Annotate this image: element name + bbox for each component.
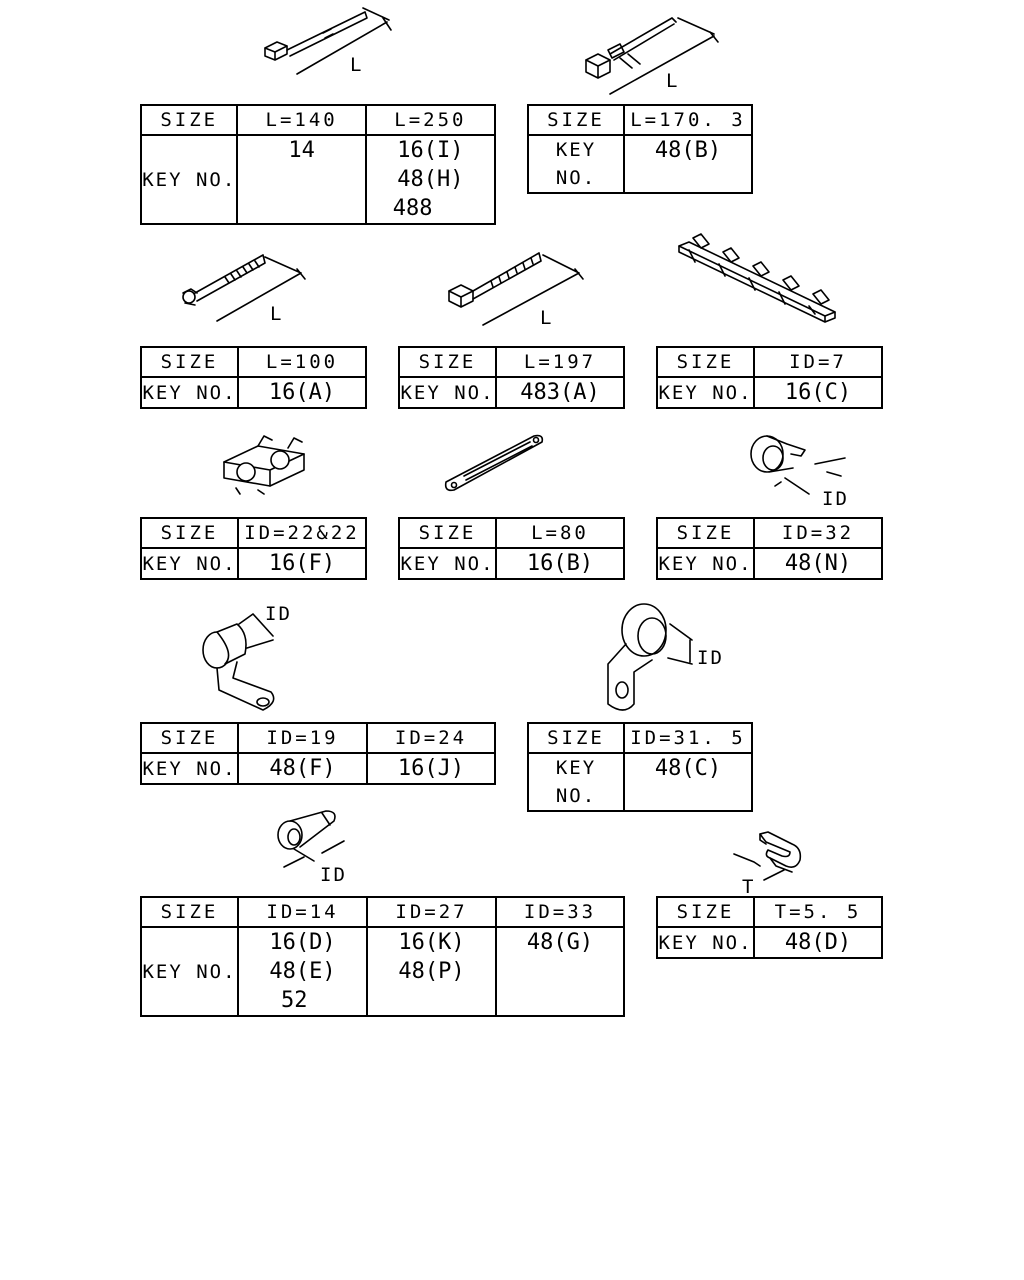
- key-value: 52: [281, 988, 308, 1013]
- key-value: 16(F): [268, 551, 336, 576]
- cable-tie-drawing: [448, 252, 584, 326]
- size-label: SIZE: [656, 896, 755, 928]
- key-label: KEY NO.: [398, 547, 497, 580]
- key-label: KEY NO.: [140, 926, 239, 1017]
- dimension-label: L: [270, 303, 284, 325]
- clamp-drawing: [750, 435, 846, 495]
- key-value: 48(F): [269, 756, 336, 781]
- size-value: ID=24: [366, 722, 496, 754]
- cable-tie-drawing: [182, 254, 306, 322]
- spec-table: SIZE L=100 KEY NO. 16(A): [140, 346, 367, 409]
- spec-table: SIZE L=197 KEY NO. 483(A): [398, 346, 625, 409]
- spec-table: SIZE T=5. 5 KEY NO. 48(D): [656, 896, 883, 959]
- dimension-label: L: [666, 70, 680, 92]
- key-value: 16(J): [397, 756, 465, 781]
- size-label: SIZE: [656, 517, 755, 549]
- key-value: 48(G): [526, 930, 594, 955]
- pipe-rack-drawing: [678, 233, 836, 323]
- size-label: SIZE: [527, 722, 625, 754]
- size-label: SIZE: [139, 104, 239, 136]
- dimension-label: L: [350, 54, 364, 76]
- size-value: ID=7: [753, 346, 883, 378]
- size-value: ID=27: [366, 896, 497, 928]
- size-value: L=170. 3: [623, 104, 753, 136]
- key-value: 14: [288, 138, 315, 163]
- key-value: 48(B): [654, 138, 722, 163]
- key-value: 48(E): [269, 959, 336, 984]
- size-value: ID=19: [237, 722, 368, 754]
- key-value: 16(C): [784, 380, 852, 405]
- size-value: ID=31. 5: [623, 722, 753, 754]
- spec-table: SIZE ID=32 KEY NO. 48(N): [656, 517, 883, 580]
- key-value: 16(K): [398, 930, 465, 955]
- key-label: KEY NO.: [656, 547, 755, 580]
- cable-tie-drawing: [264, 7, 392, 75]
- key-label: KEY NO.: [527, 134, 625, 194]
- size-label: SIZE: [527, 104, 625, 136]
- size-label: SIZE: [140, 517, 239, 549]
- key-value: 48(P): [398, 959, 465, 984]
- clip-drawing: [733, 831, 802, 881]
- dimension-label: L: [540, 307, 554, 329]
- spec-table: SIZE ID=7 KEY NO. 16(C): [656, 346, 883, 409]
- size-label: SIZE: [140, 896, 239, 928]
- size-label: SIZE: [398, 346, 497, 378]
- size-label: SIZE: [140, 722, 239, 754]
- spec-table: SIZE L=80 KEY NO. 16(B): [398, 517, 625, 580]
- double-clip-drawing: [223, 435, 305, 495]
- key-label: KEY NO.: [140, 752, 239, 785]
- spec-table: SIZE ID=31. 5 KEY NO. 48(C): [527, 722, 753, 812]
- dimension-label: ID: [320, 864, 347, 886]
- size-label: SIZE: [140, 346, 239, 378]
- key-label: KEY NO.: [656, 376, 755, 409]
- size-value: L=80: [495, 517, 625, 549]
- size-value: L=140: [236, 104, 367, 136]
- spec-table: SIZE ID=14 ID=27 ID=33 KEY NO. 16(D) 48(…: [140, 896, 625, 1017]
- key-value: 48(H): [397, 167, 464, 192]
- key-label: KEY NO.: [398, 376, 497, 409]
- key-value: 48(N): [784, 551, 852, 576]
- size-value: ID=22&22: [237, 517, 367, 549]
- size-value: L=197: [495, 346, 625, 378]
- key-label: KEY NO.: [139, 134, 239, 225]
- key-value: 48(D): [784, 930, 852, 955]
- size-value: ID=14: [237, 896, 368, 928]
- spec-table: SIZE ID=19 ID=24 KEY NO. 48(F) 16(J): [140, 722, 496, 785]
- key-value: 16(B): [526, 551, 594, 576]
- size-value: L=100: [237, 346, 367, 378]
- key-value: 48(C): [654, 756, 722, 781]
- spec-table: SIZE L=140 L=250 KEY NO. 14 16(I) 48(H) …: [139, 104, 497, 225]
- key-value: 488: [392, 196, 433, 221]
- clamp-drawing: [202, 613, 275, 711]
- dimension-label: ID: [265, 603, 292, 625]
- dimension-label: ID: [822, 488, 849, 510]
- key-value: 16(I): [397, 138, 464, 163]
- spec-table: SIZE L=170. 3 KEY NO. 48(B): [527, 104, 753, 194]
- dimension-label: T: [742, 876, 756, 898]
- dimension-label: ID: [697, 647, 724, 669]
- spec-table: SIZE ID=22&22 KEY NO. 16(F): [140, 517, 367, 580]
- size-label: SIZE: [656, 346, 755, 378]
- size-label: SIZE: [398, 517, 497, 549]
- size-value: ID=33: [495, 896, 625, 928]
- size-value: T=5. 5: [753, 896, 883, 928]
- key-label: KEY NO.: [656, 926, 755, 959]
- clamp-drawing: [607, 603, 693, 711]
- strap-drawing: [444, 434, 544, 492]
- key-value: 483(A): [520, 380, 600, 405]
- key-value: 16(D): [269, 930, 336, 955]
- key-label: KEY NO.: [140, 376, 239, 409]
- key-label: KEY NO.: [527, 752, 625, 812]
- key-label: KEY NO.: [140, 547, 239, 580]
- clamp-drawing: [277, 810, 345, 868]
- key-value: 16(A): [268, 380, 336, 405]
- size-value: ID=32: [753, 517, 883, 549]
- size-value: L=250: [364, 104, 497, 136]
- clip-drawing: [585, 17, 719, 95]
